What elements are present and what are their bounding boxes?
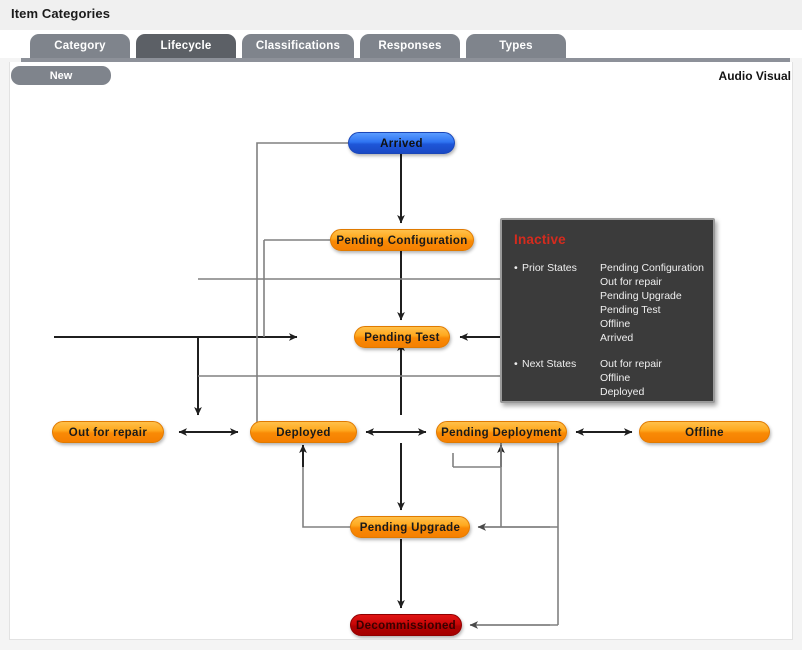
state-node-out-for-repair[interactable]: Out for repair	[52, 421, 164, 443]
tooltip-section-label-0: • Prior States	[514, 262, 600, 274]
state-node-decommissioned[interactable]: Decommissioned	[350, 614, 462, 636]
state-node-pending-configuration[interactable]: Pending Configuration	[330, 229, 474, 251]
state-node-arrived[interactable]: Arrived	[348, 132, 455, 154]
state-node-pending-upgrade[interactable]: Pending Upgrade	[350, 516, 470, 538]
tooltip-state-value: Offline	[600, 318, 631, 330]
tooltip-title: Inactive	[514, 232, 566, 247]
tooltip-state-value: Out for repair	[600, 358, 662, 370]
tooltip-state-value: Offline	[600, 372, 631, 384]
bullet-icon: •	[514, 358, 518, 370]
state-node-offline[interactable]: Offline	[639, 421, 770, 443]
tooltip-section-label-1: • Next States	[514, 358, 600, 370]
state-node-pending-deployment[interactable]: Pending Deployment	[436, 421, 567, 443]
tooltip-state-value: Arrived	[600, 332, 634, 344]
new-button[interactable]: New	[11, 66, 111, 85]
primary-connectors	[54, 154, 633, 609]
tooltip-state-value: Pending Upgrade	[600, 290, 682, 302]
tab-category[interactable]: Category	[30, 34, 130, 58]
tooltip-section-key: Next States	[522, 358, 577, 370]
window-titlebar: Item Categories	[0, 0, 802, 31]
tab-types[interactable]: Types	[466, 34, 566, 58]
tooltip-state-value: Pending Configuration	[600, 262, 704, 274]
page-title: Item Categories	[11, 6, 111, 21]
tooltip-state-value: Deployed	[600, 386, 645, 398]
bullet-icon: •	[514, 262, 518, 274]
state-node-deployed[interactable]: Deployed	[250, 421, 357, 443]
category-label: Audio Visual	[718, 69, 791, 83]
state-node-pending-test[interactable]: Pending Test	[354, 326, 450, 348]
tooltip-section-key: Prior States	[522, 262, 577, 274]
tab-classifications[interactable]: Classifications	[242, 34, 354, 58]
tooltip-state-value: Pending Test	[600, 304, 661, 316]
state-tooltip: Inactive • Prior States Pending Configurat…	[500, 218, 715, 403]
routing-arrowheads	[469, 523, 550, 629]
tab-underline-bar	[21, 58, 790, 62]
tab-lifecycle[interactable]: Lifecycle	[136, 34, 236, 58]
connector-layer	[54, 142, 633, 629]
tab-responses[interactable]: Responses	[360, 34, 460, 58]
tooltip-state-value: Out for repair	[600, 276, 662, 288]
